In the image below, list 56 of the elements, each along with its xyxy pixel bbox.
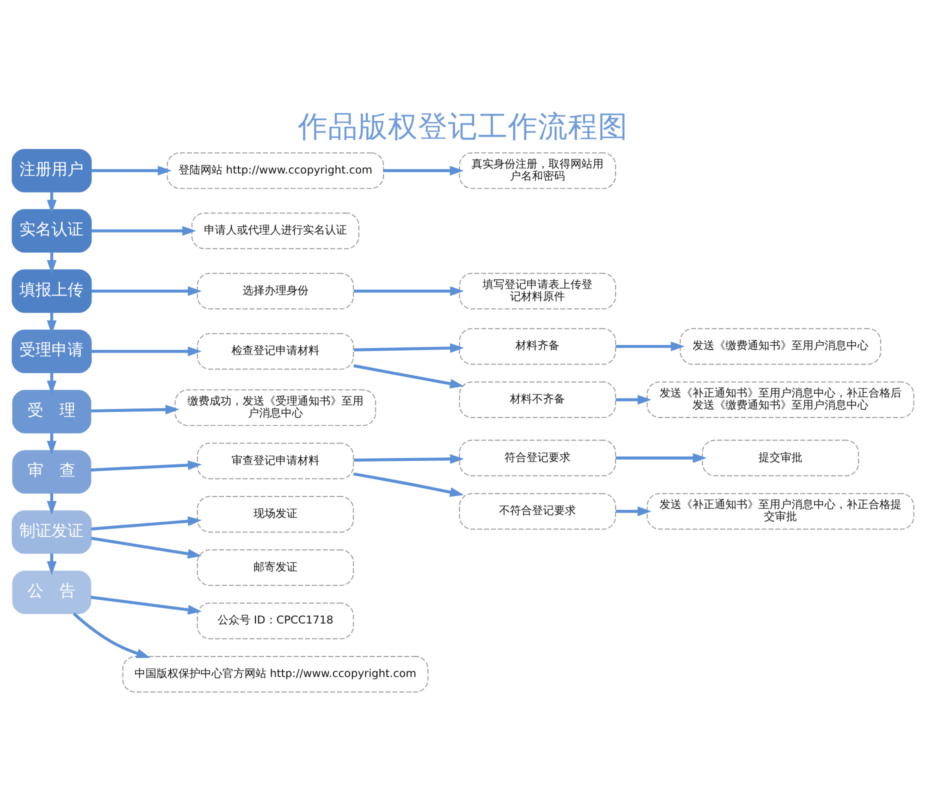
arrow [91,226,196,236]
arrow [354,454,464,464]
node-box: 发送《补正通知书》至用户消息中心，补正合格提交审批 [646,492,914,530]
arrow [46,492,57,514]
arrow [46,553,57,575]
arrow [72,612,150,658]
arrow [353,472,464,496]
node-box: 发送《补正通知书》至用户消息中心，补正合格后发送《缴费通知书》至用户消息中心 [646,381,914,418]
node-box: 填写登记申请表上传登记材料原件 [459,272,616,309]
arrow [91,346,202,356]
arrow [91,286,202,296]
node-box: 制证发证 [12,510,92,554]
node-box: 不符合登记要求 [459,492,616,530]
arrow [91,516,202,530]
arrow [616,394,652,404]
node-box: 填报上传 [12,268,92,312]
node-box: 受理申请 [12,329,92,373]
diagram-title: 作品版权登记工作流程图 [298,109,628,144]
arrow [46,312,57,334]
arrow [616,506,652,516]
node-box: 缴费成功，发送《受理通知书》至用户消息中心 [174,388,376,426]
arrow [90,404,180,414]
node-box: 审 查 [12,450,92,494]
arrow [46,372,57,394]
node-box: 提交审批 [702,439,859,476]
node-box: 登陆网站 http://www.ccopyright.com [166,152,384,188]
node-box: 实名认证 [12,208,92,252]
node-box: 受 理 [12,389,92,433]
arrow [616,341,685,351]
node-box: 注册用户 [12,148,92,192]
node-box: 符合登记要求 [459,439,616,476]
node-box: 公 告 [12,570,92,614]
node-box: 邮寄发证 [196,548,354,586]
node-box: 检查登记申请材料 [196,332,354,370]
arrow [353,364,464,388]
arrow [616,452,707,462]
arrow [46,432,57,454]
node-box: 现场发证 [196,496,354,532]
node-box: 发送《缴费通知书》至用户消息中心 [680,328,882,364]
node-box: 材料齐备 [459,328,616,364]
node-box: 真实身份注册，取得网站用户名和密码 [459,152,616,188]
node-box: 选择办理身份 [196,272,354,309]
arrow [46,252,57,274]
arrow [46,192,57,214]
arrow [91,536,202,558]
node-box: 公众号 ID：CPCC1718 [196,602,354,639]
node-box: 审查登记申请材料 [196,442,354,479]
arrow [90,460,202,471]
node-box: 中国版权保护中心官方网站 http://www.ccopyright.com [122,656,428,692]
node-box: 材料不齐备 [459,381,616,418]
arrow [90,595,202,614]
arrow [91,165,172,176]
arrow [384,165,464,176]
arrow [354,286,464,296]
node-box: 申请人或代理人进行实名认证 [191,212,360,249]
arrow [354,342,464,352]
